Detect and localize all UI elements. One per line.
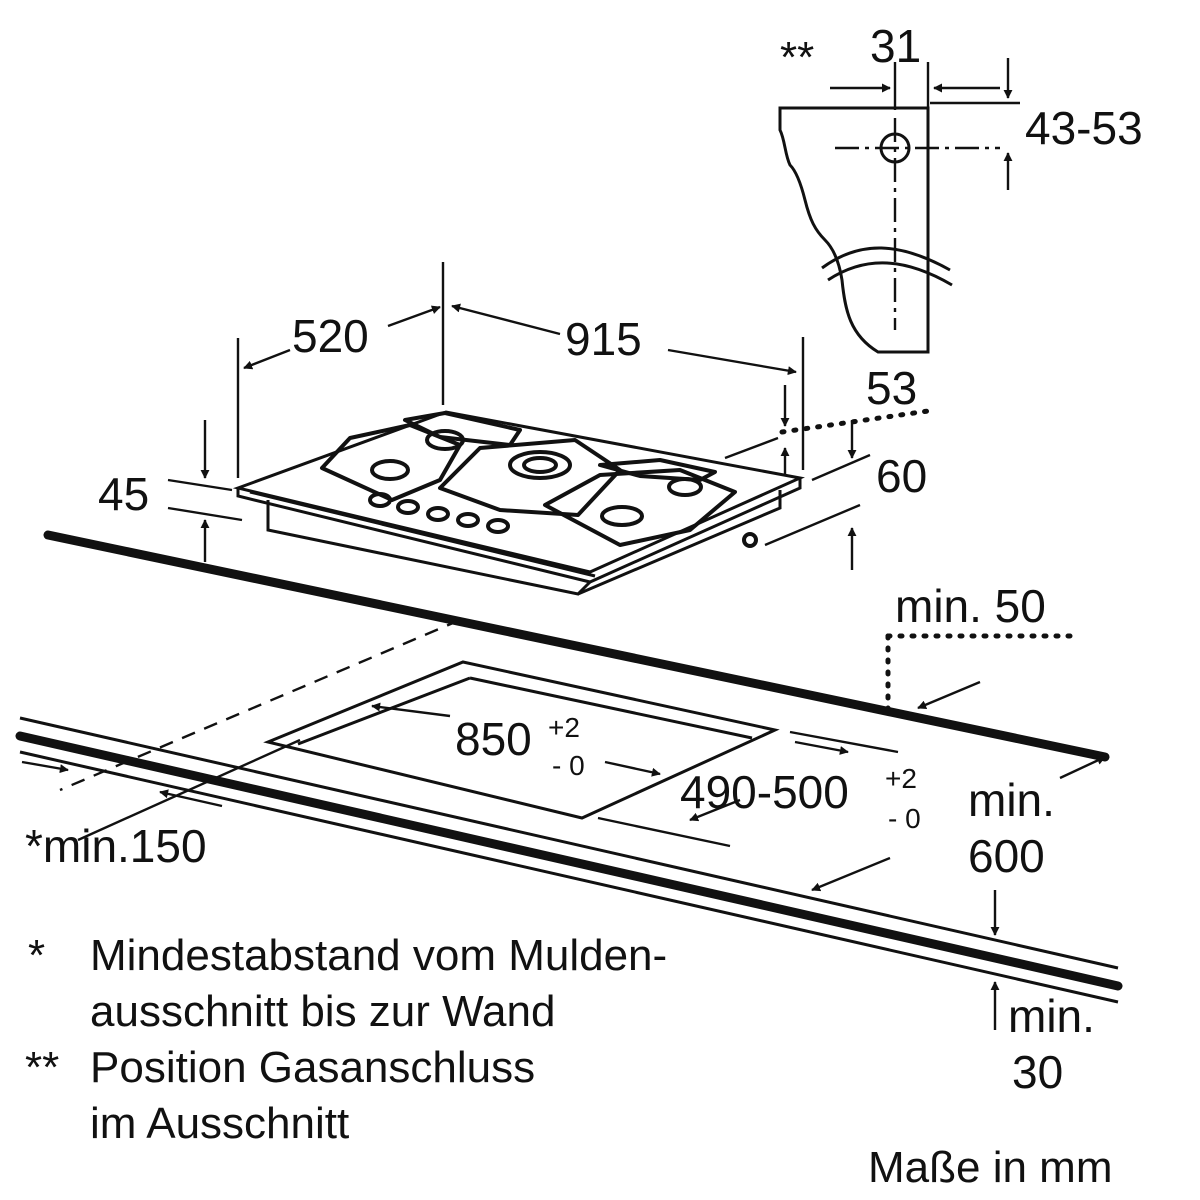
dimension-hob-height: 45 [98, 468, 149, 520]
control-knobs [368, 492, 510, 534]
cutout-dimensions [21, 633, 1106, 1030]
footnote-1-marker: * [28, 931, 45, 980]
dimension-cutout-depth-tol-plus: +2 [885, 763, 917, 794]
gas-connector [742, 532, 758, 548]
countertop-front-edge [15, 731, 1123, 991]
footnotes: * Mindestabstand vom Mulden- ausschnitt … [25, 931, 667, 1148]
dimension-hob-depth: 520 [292, 310, 369, 362]
cutout-inner-edge [469, 676, 753, 740]
dimension-connector-side: 60 [876, 450, 927, 502]
profile-section [778, 106, 930, 354]
hob [232, 410, 805, 596]
dimension-cutout-width: 850 [455, 713, 532, 765]
footnote-1-line-2: ausschnitt bis zur Wand [90, 987, 555, 1036]
units-note: Maße in mm [868, 1143, 1112, 1192]
dimension-cutout-depth: 490-500 [680, 766, 849, 818]
hob-top-plate [232, 410, 805, 574]
countertop-front-bottom-edge [19, 750, 1119, 1004]
footnote-2-line-2: im Ausschnitt [90, 1099, 349, 1148]
dimension-gas-offset-y: 43-53 [1025, 102, 1143, 154]
footnote-2-line-1: Position Gasanschluss [90, 1043, 535, 1092]
dimension-connector-offset: 53 [866, 362, 917, 414]
burner-wok [508, 450, 572, 480]
dimension-worktop-depth-value: 600 [968, 830, 1045, 882]
dimension-worktop-depth-label: min. [968, 774, 1055, 826]
dimension-worktop-thickness-value: 30 [1012, 1046, 1063, 1098]
countertop-rear-edge [43, 530, 1110, 762]
cutout [263, 660, 780, 820]
dimension-cutout-depth-tol-minus: - 0 [888, 803, 921, 834]
dimension-cutout-width-tol-minus: - 0 [552, 750, 585, 781]
footnote-1-line-1: Mindestabstand vom Mulden- [90, 931, 667, 980]
burner-grate-right [543, 468, 737, 547]
dimension-hob-width: 915 [565, 313, 642, 365]
hob-dimensions [167, 262, 931, 570]
cutout-outline [263, 660, 780, 820]
gas-connection-detail [778, 58, 1020, 354]
countertop [15, 530, 1123, 1004]
dimension-worktop-thickness-label: min. [1008, 990, 1095, 1042]
wall-line [59, 618, 461, 792]
burner-left [370, 459, 410, 481]
burner-right [600, 505, 644, 527]
dimension-rear-clearance: min. 50 [895, 580, 1046, 632]
dimension-gas-offset-x: 31 [870, 20, 921, 72]
countertop-front-top-edge [19, 716, 1119, 970]
dimension-cutout-width-tol-plus: +2 [548, 712, 580, 743]
gas-marker: ** [780, 33, 814, 82]
footnote-2-marker: ** [25, 1043, 59, 1092]
dimension-wall-clearance: *min.150 [25, 820, 207, 872]
